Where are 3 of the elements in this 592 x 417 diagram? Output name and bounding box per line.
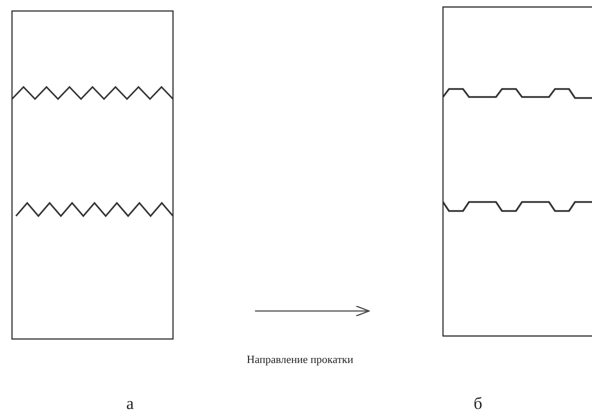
panel-label: б — [474, 394, 482, 414]
panel-label: а — [126, 394, 134, 414]
axis-caption: Направление прокатки — [246, 354, 354, 366]
